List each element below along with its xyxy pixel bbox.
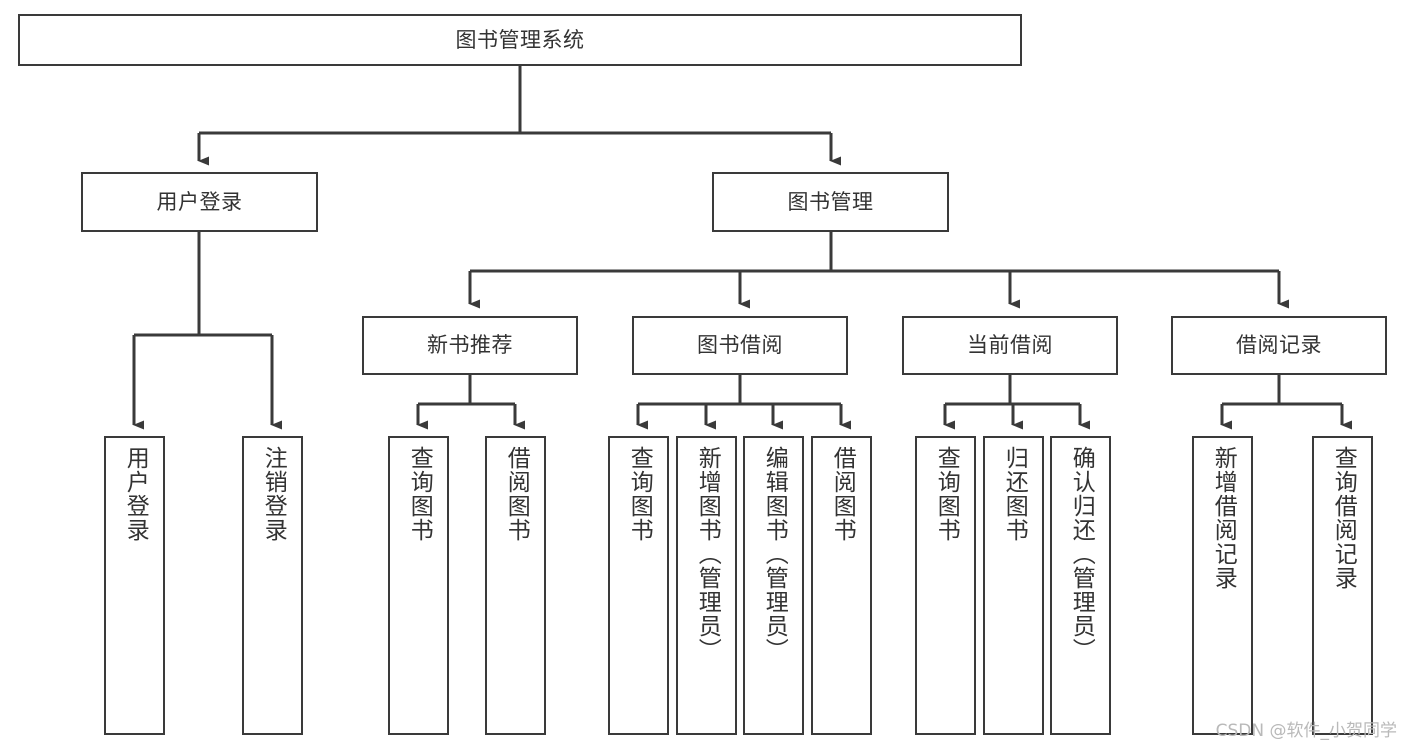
leaf-borrow-record-query[interactable]: 查询借阅记录 bbox=[1312, 436, 1373, 735]
node-label: 注销登录 bbox=[260, 446, 287, 542]
csdn-watermark: CSDN @软件_小贺同学 bbox=[1215, 721, 1397, 741]
node-label: 借阅图书 bbox=[503, 446, 530, 542]
node-book-borrow[interactable]: 图书借阅 bbox=[632, 316, 848, 375]
node-label: 用户登录 bbox=[156, 189, 243, 214]
node-current-borrow[interactable]: 当前借阅 bbox=[902, 316, 1118, 375]
node-label: 查询图书 bbox=[406, 446, 433, 542]
node-label: 借阅图书 bbox=[829, 446, 856, 542]
leaf-user-login-logout[interactable]: 注销登录 bbox=[242, 436, 303, 735]
node-book-management[interactable]: 图书管理 bbox=[712, 172, 949, 232]
leaf-book-borrow-query[interactable]: 查询图书 bbox=[608, 436, 669, 735]
node-label: 查询图书 bbox=[626, 446, 653, 542]
leaf-book-borrow-edit-admin[interactable]: 编辑图书（管理员） bbox=[743, 436, 804, 735]
leaf-current-borrow-return[interactable]: 归还图书 bbox=[983, 436, 1044, 735]
node-label: 确认归还（管理员） bbox=[1068, 446, 1095, 662]
node-root-book-management-system[interactable]: 图书管理系统 bbox=[18, 14, 1022, 66]
node-label: 归还图书 bbox=[1001, 446, 1028, 542]
node-label: 当前借阅 bbox=[967, 333, 1053, 358]
node-label: 用户登录 bbox=[122, 446, 149, 542]
leaf-user-login-login[interactable]: 用户登录 bbox=[104, 436, 165, 735]
leaf-book-borrow-add-admin[interactable]: 新增图书（管理员） bbox=[676, 436, 737, 735]
node-new-book-recommend[interactable]: 新书推荐 bbox=[362, 316, 578, 375]
node-label: 查询图书 bbox=[933, 446, 960, 542]
node-label: 查询借阅记录 bbox=[1330, 446, 1357, 590]
node-user-login[interactable]: 用户登录 bbox=[81, 172, 318, 232]
leaf-borrow-record-add[interactable]: 新增借阅记录 bbox=[1192, 436, 1253, 735]
leaf-new-book-query[interactable]: 查询图书 bbox=[388, 436, 449, 735]
node-label: 图书管理系统 bbox=[455, 27, 585, 52]
node-label: 新增图书（管理员） bbox=[694, 446, 721, 662]
node-label: 图书管理 bbox=[787, 189, 874, 214]
leaf-book-borrow-borrow[interactable]: 借阅图书 bbox=[811, 436, 872, 735]
leaf-current-borrow-query[interactable]: 查询图书 bbox=[915, 436, 976, 735]
node-label: 编辑图书（管理员） bbox=[761, 446, 788, 662]
node-label: 借阅记录 bbox=[1236, 333, 1322, 358]
leaf-current-borrow-confirm-return-admin[interactable]: 确认归还（管理员） bbox=[1050, 436, 1111, 735]
node-label: 新增借阅记录 bbox=[1210, 446, 1237, 590]
node-label: 新书推荐 bbox=[427, 333, 513, 358]
leaf-new-book-borrow[interactable]: 借阅图书 bbox=[485, 436, 546, 735]
node-borrow-record[interactable]: 借阅记录 bbox=[1171, 316, 1387, 375]
node-label: 图书借阅 bbox=[697, 333, 783, 358]
